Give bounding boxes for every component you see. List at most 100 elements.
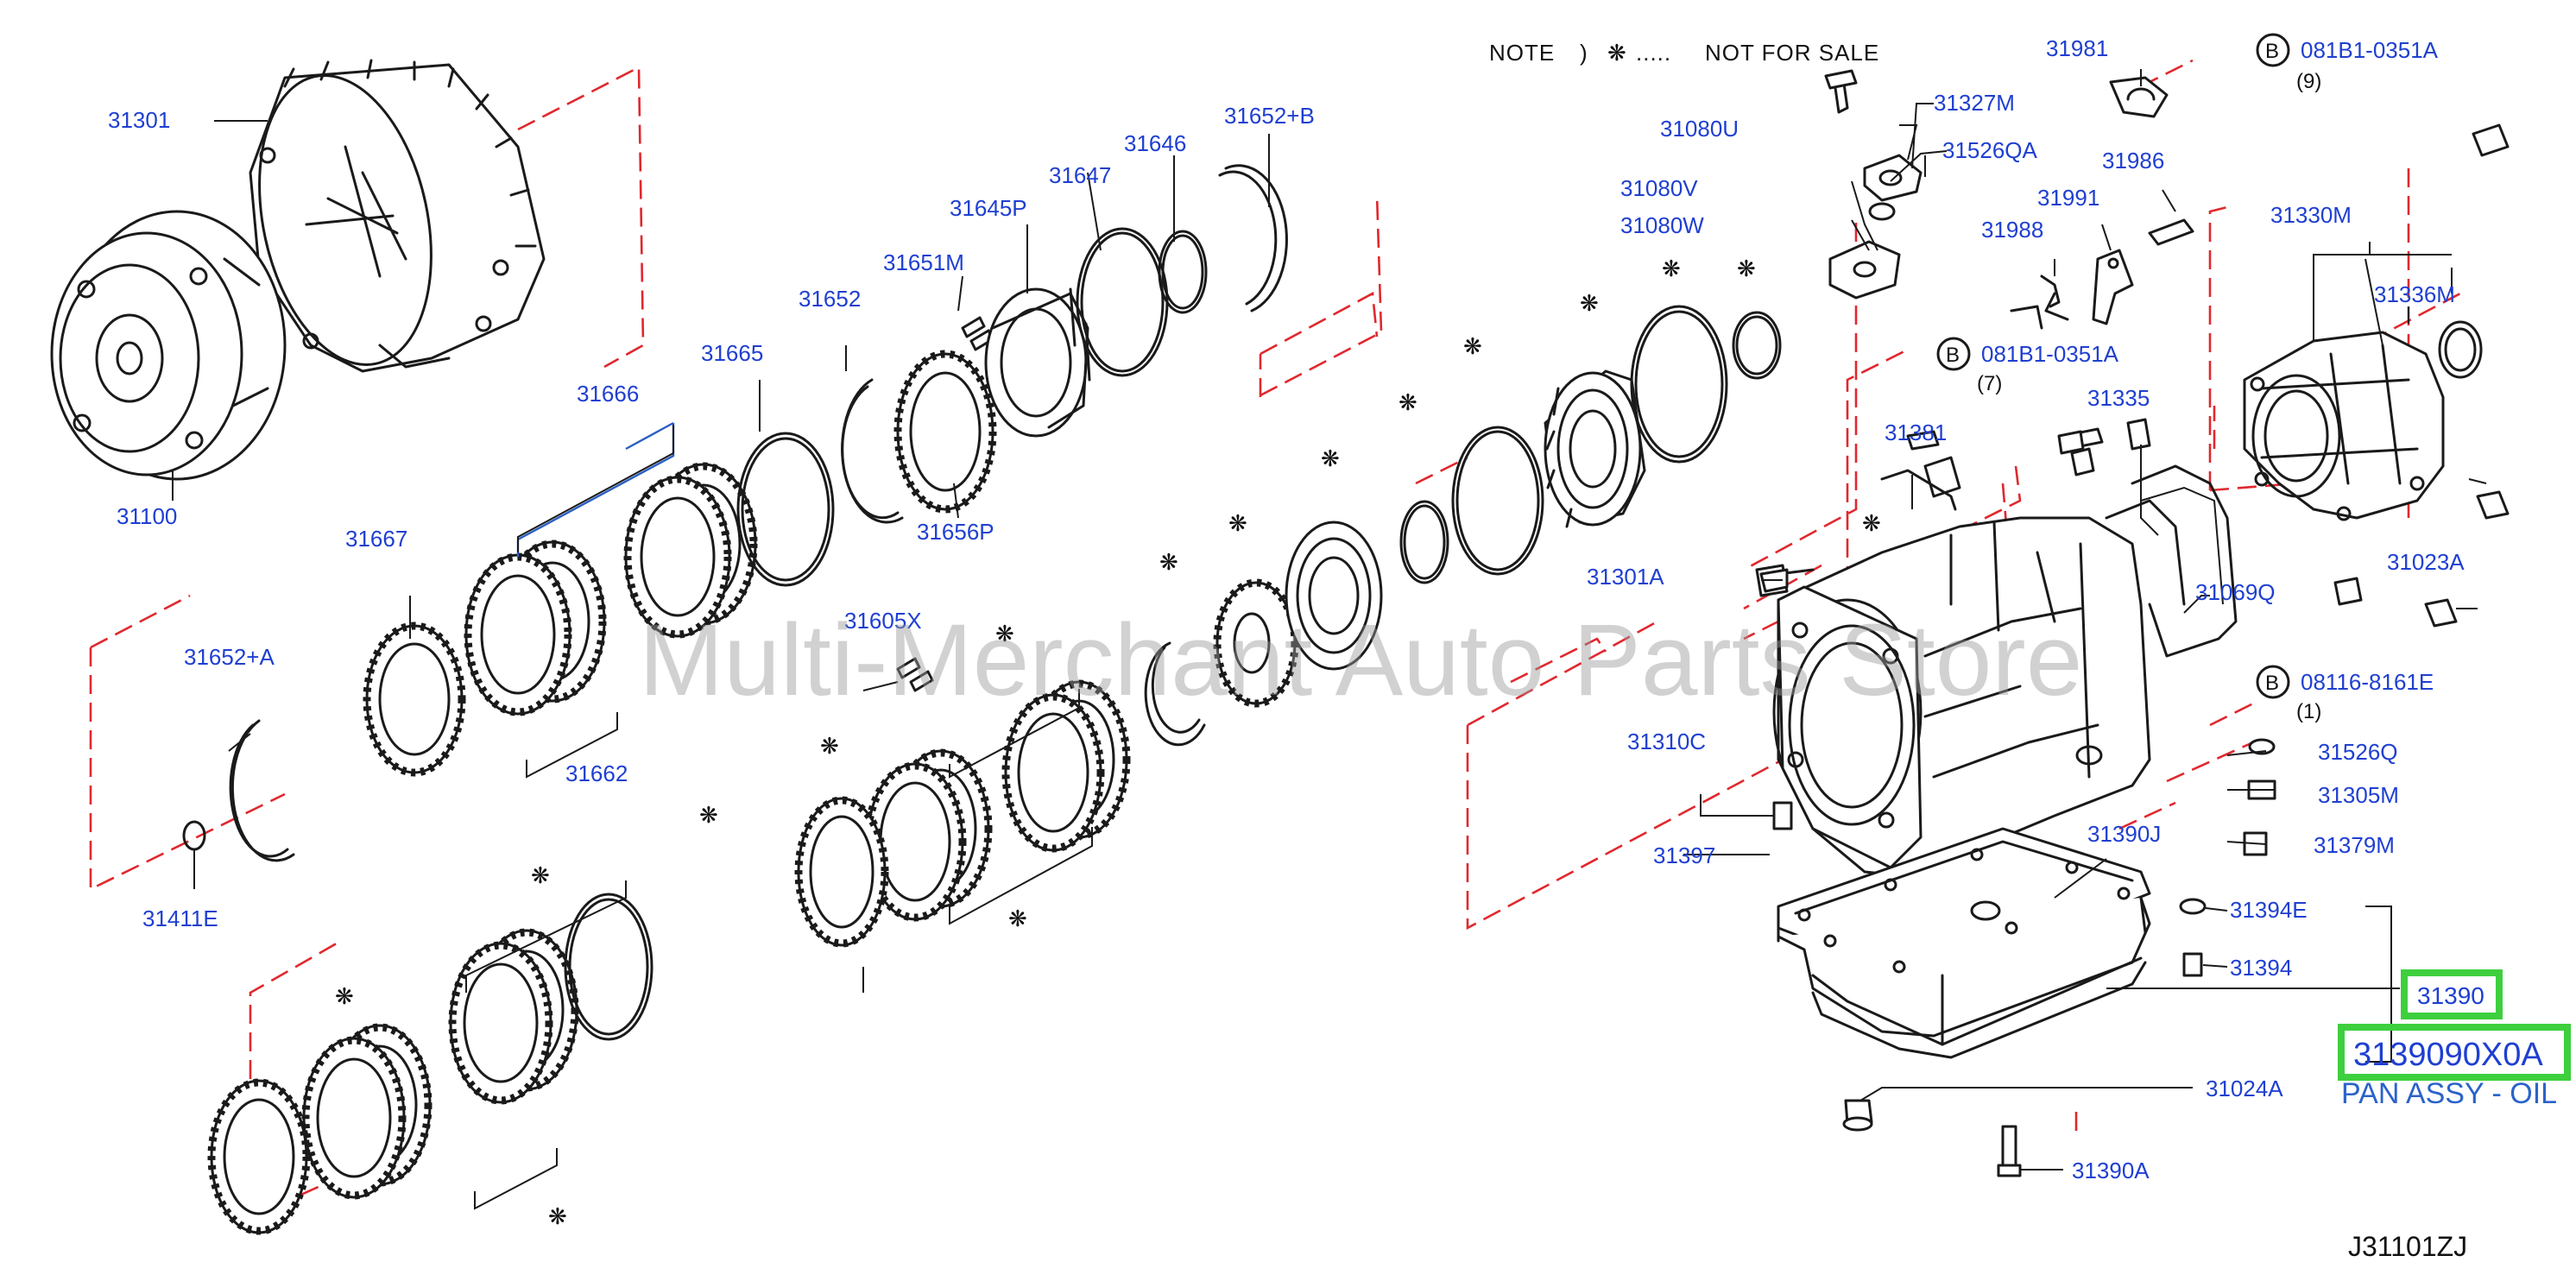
svg-text:❋: ❋ <box>1228 511 1247 537</box>
svg-text:❋: ❋ <box>1398 390 1417 416</box>
note-dots: ..... <box>1636 40 1671 66</box>
bolt-ref-circle <box>2256 33 2290 67</box>
highlight-part-number[interactable]: 3139090X0A <box>2353 1037 2543 1073</box>
bolt-ref-code: 08116-8161E <box>2301 669 2434 695</box>
not-for-sale-markers: ❋ ❋ ❋ ❋ ❋ ❋ ❋ ❋ ❋ ❋ ❋ ❋ ❋ ❋ ❋ ❋ <box>335 256 1881 1230</box>
leader-lines <box>172 69 2487 1171</box>
callout-labels: 31301 31100 31666 31665 31652 31651M 316… <box>108 35 2465 1183</box>
callout-31080U[interactable]: 31080U <box>1660 116 1739 142</box>
note-prefix: NOTE <box>1489 40 1555 66</box>
bolt-ref-letter: B <box>1946 344 1960 367</box>
svg-text:❋: ❋ <box>548 1204 567 1230</box>
callout-31080V[interactable]: 31080V <box>1620 175 1698 201</box>
svg-text:❋: ❋ <box>820 734 839 760</box>
highlight-group: 31390 3139090X0A PAN ASSY - OIL <box>2338 969 2571 1110</box>
callout-31335[interactable]: 31335 <box>2087 385 2150 411</box>
extension-housing <box>2243 320 2483 521</box>
highlight-box-part-number <box>2338 1024 2571 1081</box>
highlight-part[interactable]: 31390 <box>2417 982 2484 1009</box>
highlight-description: PAN ASSY - OIL <box>2341 1077 2557 1110</box>
watermark: Multi-Merchant Auto Parts Store <box>639 603 2082 717</box>
group-brackets <box>465 242 2453 1210</box>
callout-31069Q[interactable]: 31069Q <box>2195 579 2276 605</box>
callout-31301A[interactable]: 31301A <box>1587 564 1664 590</box>
callout-31645P[interactable]: 31645P <box>950 195 1027 221</box>
callout-31662[interactable]: 31662 <box>565 760 628 786</box>
callout-31336M[interactable]: 31336M <box>2374 281 2455 307</box>
bolts-and-plugs <box>1759 123 2510 1177</box>
clutch-packs-upper <box>182 164 1288 862</box>
bolt-ref-letter: B <box>2265 40 2279 63</box>
callout-31656P[interactable]: 31656P <box>917 519 994 545</box>
callout-31390A[interactable]: 31390A <box>2072 1158 2150 1183</box>
svg-text:❋: ❋ <box>1008 906 1027 932</box>
callout-31305M[interactable]: 31305M <box>2318 782 2399 808</box>
note: NOTE ) ❋ ..... NOT FOR SALE <box>1489 40 1879 66</box>
callout-31652-plus-b[interactable]: 31652+B <box>1224 103 1315 129</box>
converter-housing-31301 <box>244 59 546 373</box>
callout-31390J[interactable]: 31390J <box>2087 821 2161 847</box>
callout-31647[interactable]: 31647 <box>1049 162 1111 188</box>
callout-31986[interactable]: 31986 <box>2102 148 2164 174</box>
callout-31394[interactable]: 31394 <box>2230 955 2292 981</box>
callout-31665[interactable]: 31665 <box>701 340 763 366</box>
callout-31024A[interactable]: 31024A <box>2206 1076 2283 1101</box>
callout-31023A[interactable]: 31023A <box>2387 549 2465 575</box>
callout-31411E[interactable]: 31411E <box>142 906 218 931</box>
callout-31652-plus-a[interactable]: 31652+A <box>184 644 275 670</box>
svg-text:❋: ❋ <box>335 984 354 1010</box>
callout-31301[interactable]: 31301 <box>108 107 170 133</box>
bolt-ref-code: 081B1-0351A <box>1981 341 2119 367</box>
callout-31526QA[interactable]: 31526QA <box>1942 137 2038 163</box>
note-text: NOT FOR SALE <box>1705 40 1879 66</box>
bolt-ref-code: 081B1-0351A <box>2301 37 2439 63</box>
svg-text:❋: ❋ <box>699 803 718 829</box>
callout-31646[interactable]: 31646 <box>1124 130 1186 156</box>
bolt-ref-circle <box>1936 337 1971 371</box>
svg-text:❋: ❋ <box>1737 256 1756 282</box>
bolt-ref-2[interactable]: B 081B1-0351A (7) <box>1936 337 2119 395</box>
svg-text:❋: ❋ <box>995 622 1014 647</box>
svg-text:❋: ❋ <box>1321 446 1340 472</box>
callout-31381[interactable]: 31381 <box>1885 420 1947 445</box>
bolt-ref-qty: (1) <box>2296 700 2321 723</box>
svg-text:❋: ❋ <box>1862 511 1881 537</box>
torque-converter-31100 <box>50 210 287 481</box>
diagram-code: J31101ZJ <box>2348 1231 2467 1262</box>
callout-31652[interactable]: 31652 <box>799 286 861 312</box>
highlight-box-part <box>2401 969 2503 1019</box>
bolt-ref-circle <box>2256 665 2290 699</box>
svg-text:❋: ❋ <box>1463 334 1482 360</box>
callout-31310C[interactable]: 31310C <box>1627 729 1706 754</box>
bolt-ref-qty: (9) <box>2296 70 2321 93</box>
callout-31666[interactable]: 31666 <box>577 381 639 407</box>
callout-31100[interactable]: 31100 <box>117 503 177 529</box>
callout-31651M[interactable]: 31651M <box>883 249 964 275</box>
callout-31605X[interactable]: 31605X <box>844 608 922 634</box>
oil-pan-31390 <box>1777 827 2151 1059</box>
callout-31667[interactable]: 31667 <box>345 526 407 552</box>
note-star: ❋ <box>1607 41 1626 66</box>
callout-31080W[interactable]: 31080W <box>1620 212 1704 238</box>
clutch-packs-lower <box>207 305 1782 1235</box>
callout-31981[interactable]: 31981 <box>2046 35 2108 61</box>
svg-text:❋: ❋ <box>1159 550 1178 576</box>
callout-31991[interactable]: 31991 <box>2037 185 2099 211</box>
bolt-ref-qty: (7) <box>1977 372 2002 395</box>
callout-31988[interactable]: 31988 <box>1981 217 2043 243</box>
callout-31397[interactable]: 31397 <box>1653 842 1715 868</box>
callout-31526Q[interactable]: 31526Q <box>2318 739 2398 765</box>
callout-31394E[interactable]: 31394E <box>2230 897 2308 923</box>
callout-31379M[interactable]: 31379M <box>2314 832 2395 858</box>
svg-text:❋: ❋ <box>531 863 550 889</box>
bolt-ref-letter: B <box>2265 672 2279 695</box>
callout-31327M[interactable]: 31327M <box>1934 90 2015 116</box>
bolt-ref-3[interactable]: B 08116-8161E (1) <box>2256 665 2434 723</box>
svg-text:❋: ❋ <box>1580 291 1599 317</box>
callout-31330M[interactable]: 31330M <box>2270 202 2352 228</box>
note-paren: ) <box>1580 40 1588 66</box>
svg-text:❋: ❋ <box>1662 256 1681 282</box>
transmission-case <box>1772 464 2238 878</box>
bolt-ref-1[interactable]: B 081B1-0351A (9) <box>2256 33 2439 93</box>
